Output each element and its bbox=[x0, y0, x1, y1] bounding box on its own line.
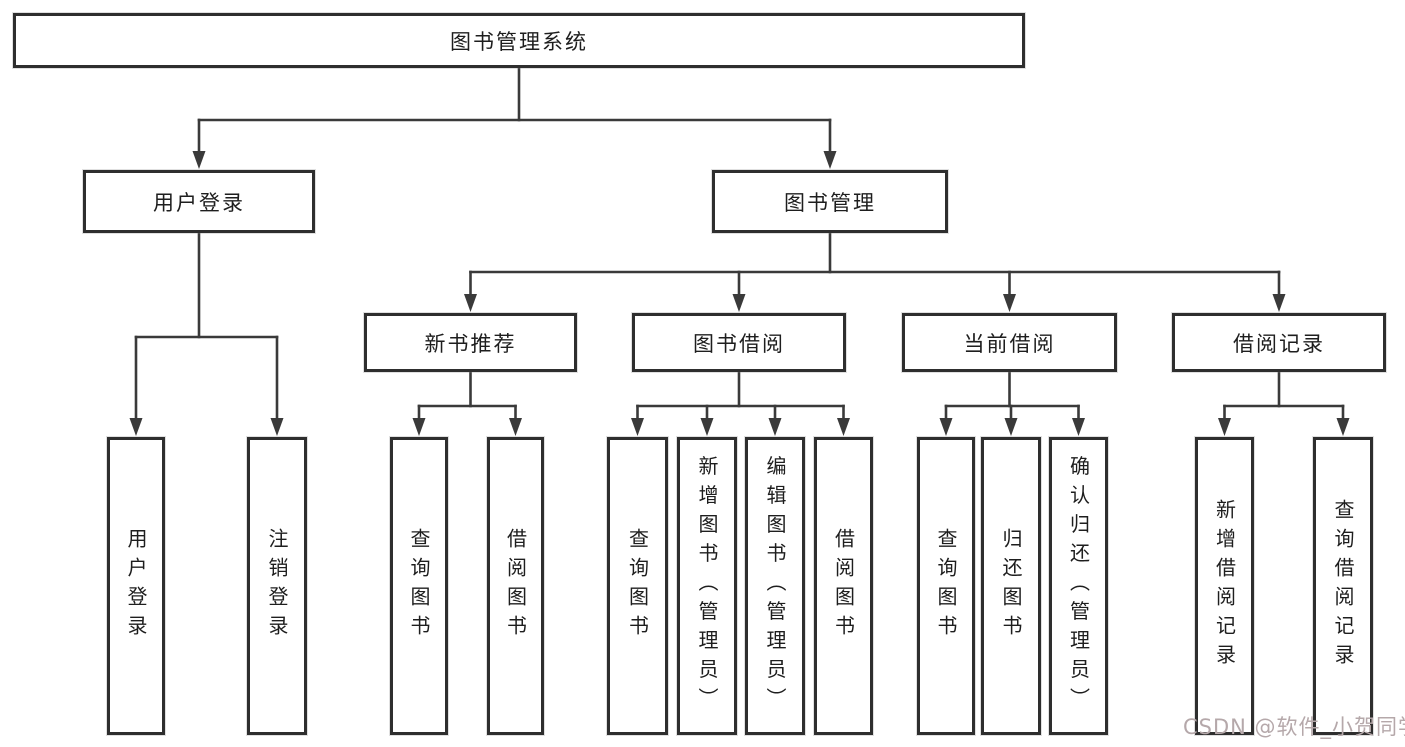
diagram-node-logout: 注销登录 bbox=[247, 437, 307, 735]
node-label-new-books: 新书推荐 bbox=[424, 331, 517, 356]
node-label-book-borrow: 图书借阅 bbox=[693, 331, 785, 356]
node-label-nb-query: 查询图书 bbox=[407, 528, 431, 644]
node-label-bb-query: 查询图书 bbox=[625, 528, 650, 644]
node-label-root: 图书管理系统 bbox=[450, 29, 588, 54]
watermark: CSDN @软件_小贺同学 bbox=[1183, 715, 1405, 739]
node-label-bb-edit: 编辑图书（管理员） bbox=[763, 455, 787, 717]
diagram-node-bb-add: 新增图书（管理员） bbox=[677, 437, 737, 735]
node-label-cb-query: 查询图书 bbox=[934, 528, 958, 644]
diagram-node-book-mgmt: 图书管理 bbox=[712, 170, 948, 233]
node-label-login: 用户登录 bbox=[124, 528, 148, 644]
diagram-node-cb-confirm: 确认归还（管理员） bbox=[1049, 437, 1108, 735]
diagram-node-book-borrow: 图书借阅 bbox=[632, 313, 846, 372]
node-label-cb-return: 归还图书 bbox=[999, 528, 1023, 644]
node-label-bb-borrow: 借阅图书 bbox=[831, 528, 856, 644]
node-label-cb-confirm: 确认归还（管理员） bbox=[1066, 455, 1091, 717]
node-label-user-login: 用户登录 bbox=[153, 190, 245, 215]
diagram-node-br-query: 查询借阅记录 bbox=[1313, 437, 1373, 735]
node-label-bb-add: 新增图书（管理员） bbox=[695, 455, 719, 717]
node-label-br-query: 查询借阅记录 bbox=[1331, 499, 1355, 673]
diagram-node-bb-edit: 编辑图书（管理员） bbox=[745, 437, 805, 735]
diagram-node-bb-borrow: 借阅图书 bbox=[814, 437, 873, 735]
diagram-node-current-borrow: 当前借阅 bbox=[902, 313, 1117, 372]
diagram-node-user-login: 用户登录 bbox=[83, 170, 315, 233]
node-label-logout: 注销登录 bbox=[265, 528, 289, 644]
diagram-node-login: 用户登录 bbox=[107, 437, 165, 735]
node-label-br-add: 新增借阅记录 bbox=[1212, 499, 1237, 673]
diagram-node-br-add: 新增借阅记录 bbox=[1195, 437, 1254, 735]
diagram-node-nb-query: 查询图书 bbox=[390, 437, 448, 735]
diagram-node-bb-query: 查询图书 bbox=[607, 437, 668, 735]
diagram-node-new-books: 新书推荐 bbox=[364, 313, 577, 372]
diagram-node-borrow-records: 借阅记录 bbox=[1172, 313, 1386, 372]
node-label-book-mgmt: 图书管理 bbox=[784, 190, 876, 215]
node-label-nb-borrow: 借阅图书 bbox=[503, 528, 528, 644]
diagram-node-nb-borrow: 借阅图书 bbox=[487, 437, 544, 735]
diagram-node-cb-query: 查询图书 bbox=[917, 437, 975, 735]
node-label-current-borrow: 当前借阅 bbox=[963, 331, 1056, 356]
diagram-node-cb-return: 归还图书 bbox=[981, 437, 1041, 735]
node-label-borrow-records: 借阅记录 bbox=[1233, 331, 1325, 356]
diagram-node-root: 图书管理系统 bbox=[13, 13, 1025, 68]
